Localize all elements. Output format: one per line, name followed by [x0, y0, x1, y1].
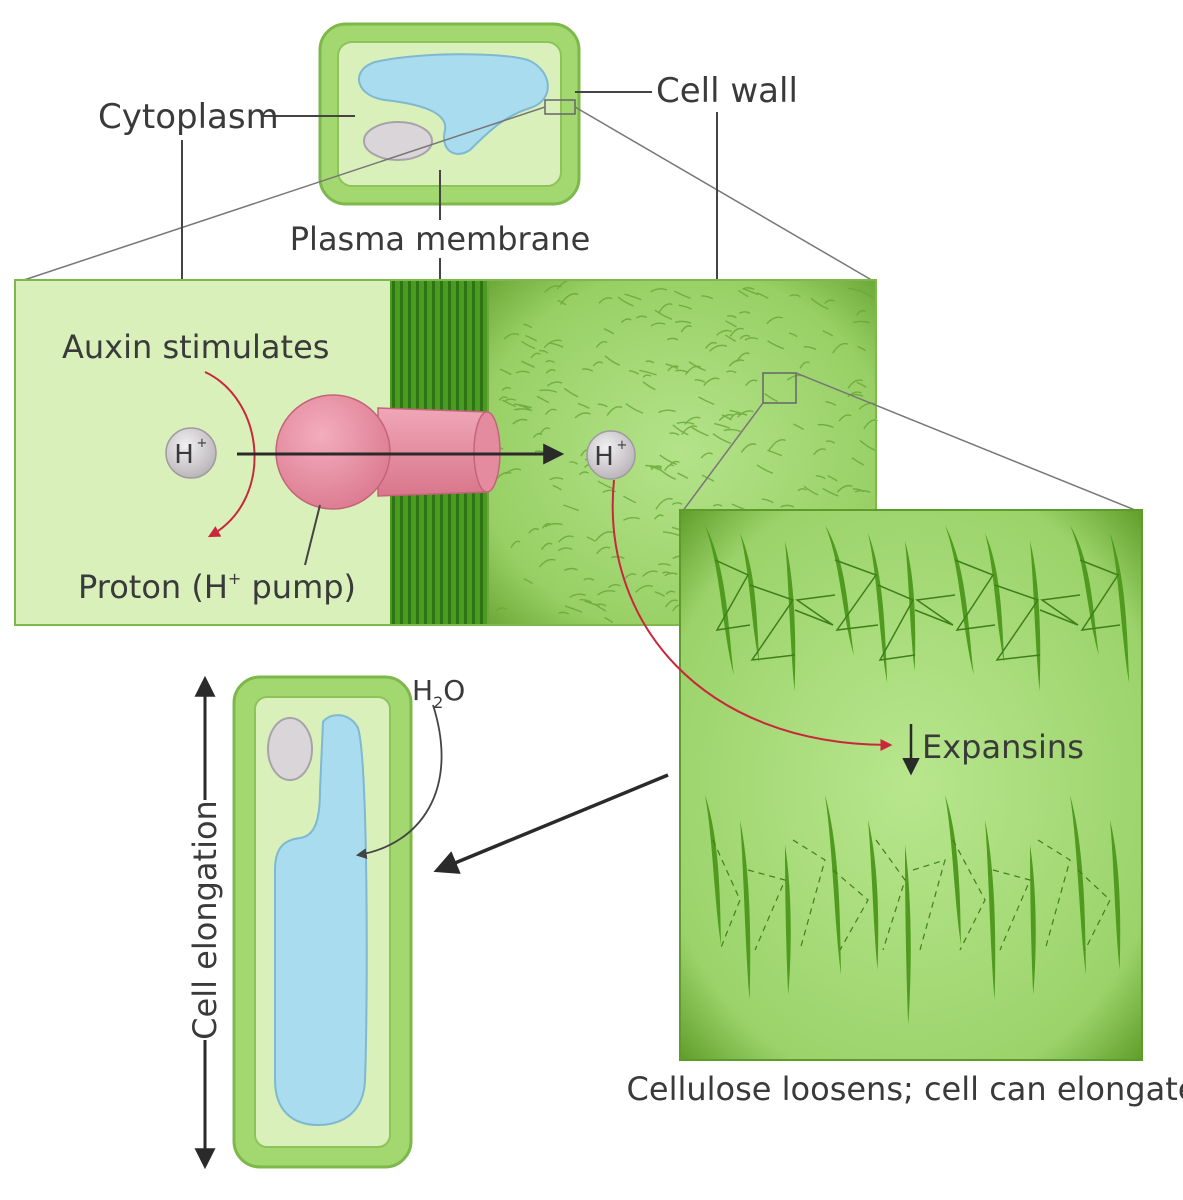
- cellulose-zoom-panel: [679, 509, 1143, 1061]
- auxin-arrow: [204, 371, 256, 538]
- h-ion-right: H +: [586, 430, 636, 480]
- elongation-result-arrow: [433, 773, 669, 874]
- label-h2o: H2O: [412, 674, 465, 712]
- h-ion-left-sup: +: [197, 436, 208, 451]
- label-cell-elongation: Cell elongation: [186, 800, 224, 1040]
- h-ion-left-label: H: [174, 440, 194, 470]
- label-auxin: Auxin stimulates: [62, 328, 329, 366]
- label-expansins: Expansins: [922, 728, 1084, 766]
- top-nucleus: [363, 121, 433, 161]
- label-plasma-membrane: Plasma membrane: [290, 220, 591, 258]
- elongated-cell: [232, 675, 413, 1169]
- elongated-nucleus: [267, 717, 313, 781]
- top-vacuole: [358, 53, 549, 155]
- zoom-box-wall: [762, 372, 797, 404]
- h-ion-left: H +: [165, 427, 217, 479]
- label-proton-pump: Proton (H+ pump): [78, 568, 356, 606]
- top-plant-cell: [318, 22, 581, 206]
- expansin-activation-arrow: [611, 479, 893, 751]
- label-caption: Cellulose loosens; cell can elongate: [627, 1070, 1183, 1108]
- svg-text:Proton (H+ pump): Proton (H+ pump): [78, 568, 356, 606]
- h-ion-right-label: H: [594, 442, 614, 472]
- svg-text:H2O: H2O: [412, 674, 465, 712]
- elongated-vacuole: [274, 714, 368, 1127]
- label-cytoplasm: Cytoplasm: [98, 97, 279, 137]
- label-cell-wall: Cell wall: [656, 71, 798, 111]
- proton-pump: [275, 394, 501, 510]
- pump-sphere: [275, 394, 391, 510]
- water-uptake-arrow: [355, 704, 443, 859]
- pump-tube: [377, 407, 488, 497]
- h-ion-right-sup: +: [617, 438, 628, 453]
